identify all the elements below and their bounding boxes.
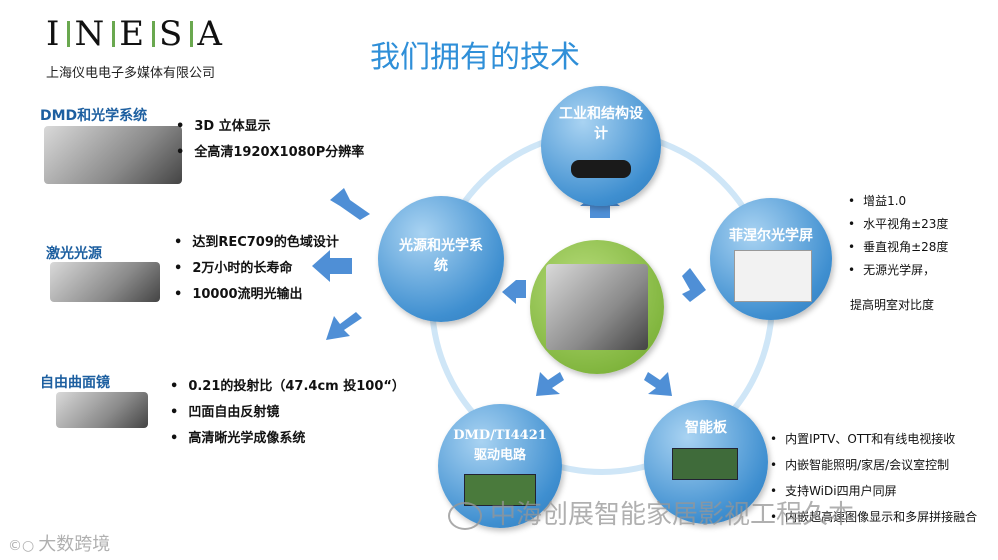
list-item: 内嵌智能照明/家居/会议室控制 [770, 452, 977, 478]
list-item: 内置IPTV、OTT和有线电视接收 [770, 426, 977, 452]
circle-label: DMD/TI4421驱动电路 [438, 426, 562, 466]
brand-mark-icon: ©○ [8, 538, 34, 554]
list-item: 增益1.0 [848, 190, 948, 213]
fresnel-spec-list: 增益1.0 水平视角±23度 垂直视角±28度 无源光学屏， [848, 190, 948, 282]
list-item: 水平视角±23度 [848, 213, 948, 236]
arrow-down-smart [644, 372, 672, 396]
circle-industrial-design: 工业和结构设计 [541, 86, 661, 206]
circle-fresnel-screen: 菲涅尔光学屏 [710, 198, 832, 320]
list-item: 垂直视角±28度 [848, 236, 948, 259]
arrow-to-dmd [330, 188, 370, 220]
light-engine-image [546, 264, 648, 350]
fresnel-spec-extra: 提高明室对比度 [850, 296, 934, 313]
circle-light-source: 光源和光学系统 [378, 196, 504, 322]
circle-center-engine [530, 240, 664, 374]
wechat-watermark: 中海创展智能家居影视工程久本 [448, 494, 854, 531]
circle-label: 菲涅尔光学屏 [710, 226, 832, 246]
projector-image [571, 160, 631, 178]
arrow-to-mirror [326, 312, 362, 340]
wechat-icon [448, 502, 482, 530]
fresnel-diagram-image [734, 250, 812, 302]
arrow-right-fresnel [682, 268, 706, 302]
circle-label: 光源和光学系统 [378, 236, 504, 276]
list-item: 无源光学屏， [848, 259, 948, 282]
circle-label: 智能板 [644, 418, 768, 438]
corner-watermark: ©○大数跨境 [8, 530, 110, 556]
smart-board-image [672, 448, 738, 480]
arrow-down-dmd [536, 372, 564, 396]
circle-label: 工业和结构设计 [541, 104, 661, 144]
arrow-left-lightsource [502, 280, 526, 304]
arrow-to-laser [312, 250, 352, 282]
